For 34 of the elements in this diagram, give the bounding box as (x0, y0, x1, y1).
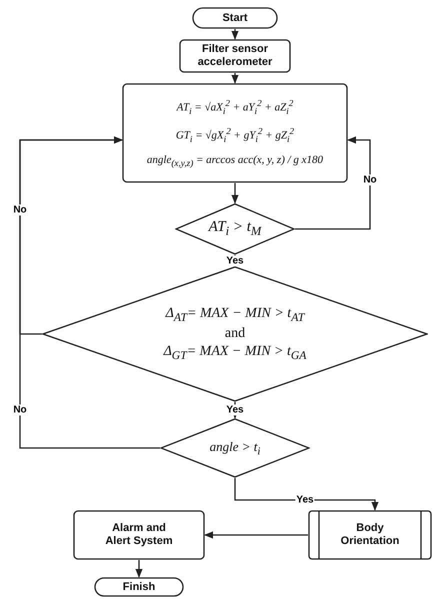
arrow (204, 531, 308, 539)
formula-text: angle > t$_{i}$ (210, 438, 260, 458)
process-box (122, 83, 348, 183)
edge-label: No (12, 204, 28, 216)
edge-label: Yes (295, 494, 315, 506)
terminal-shape (94, 577, 184, 597)
terminal-shape (192, 7, 278, 29)
decision-diamond (175, 203, 295, 255)
arrow (135, 560, 143, 578)
process-box (179, 39, 291, 73)
formula-text: Δ$_{GT}$= MAX − MIN > t$_{GA}$ (164, 344, 306, 362)
decision-diamond (42, 266, 428, 402)
node-label: Filter sensor accelerometer (196, 43, 274, 69)
formula-text: and (224, 326, 246, 342)
formula-text: AT$_{i}$ > t$_{M}$ (208, 219, 262, 239)
node-label: Body Orientation (340, 522, 400, 548)
node-label: Start (222, 12, 248, 24)
arrow (231, 29, 239, 40)
node-label: Finish (122, 580, 156, 594)
arrow (19, 136, 160, 449)
edge-label: Yes (225, 256, 245, 266)
arrow (234, 478, 379, 511)
formula-text: Δ$_{AT}$= MAX − MIN > t$_{AT}$ (166, 306, 304, 324)
edge-label: No (12, 404, 28, 416)
predefined-process-box (308, 510, 432, 560)
arrow (231, 73, 239, 84)
edge-label: No (362, 174, 378, 186)
edge-label: Yes (225, 404, 245, 416)
node-label: Alarm and Alert System (104, 522, 174, 548)
process-box (73, 510, 205, 560)
arrow (295, 136, 371, 230)
arrow (231, 183, 239, 204)
formula-text: angle$_{(x,y,z)}$ = arccos acc(x, y, z) / g x180 (146, 154, 324, 168)
decision-diamond (160, 418, 310, 478)
